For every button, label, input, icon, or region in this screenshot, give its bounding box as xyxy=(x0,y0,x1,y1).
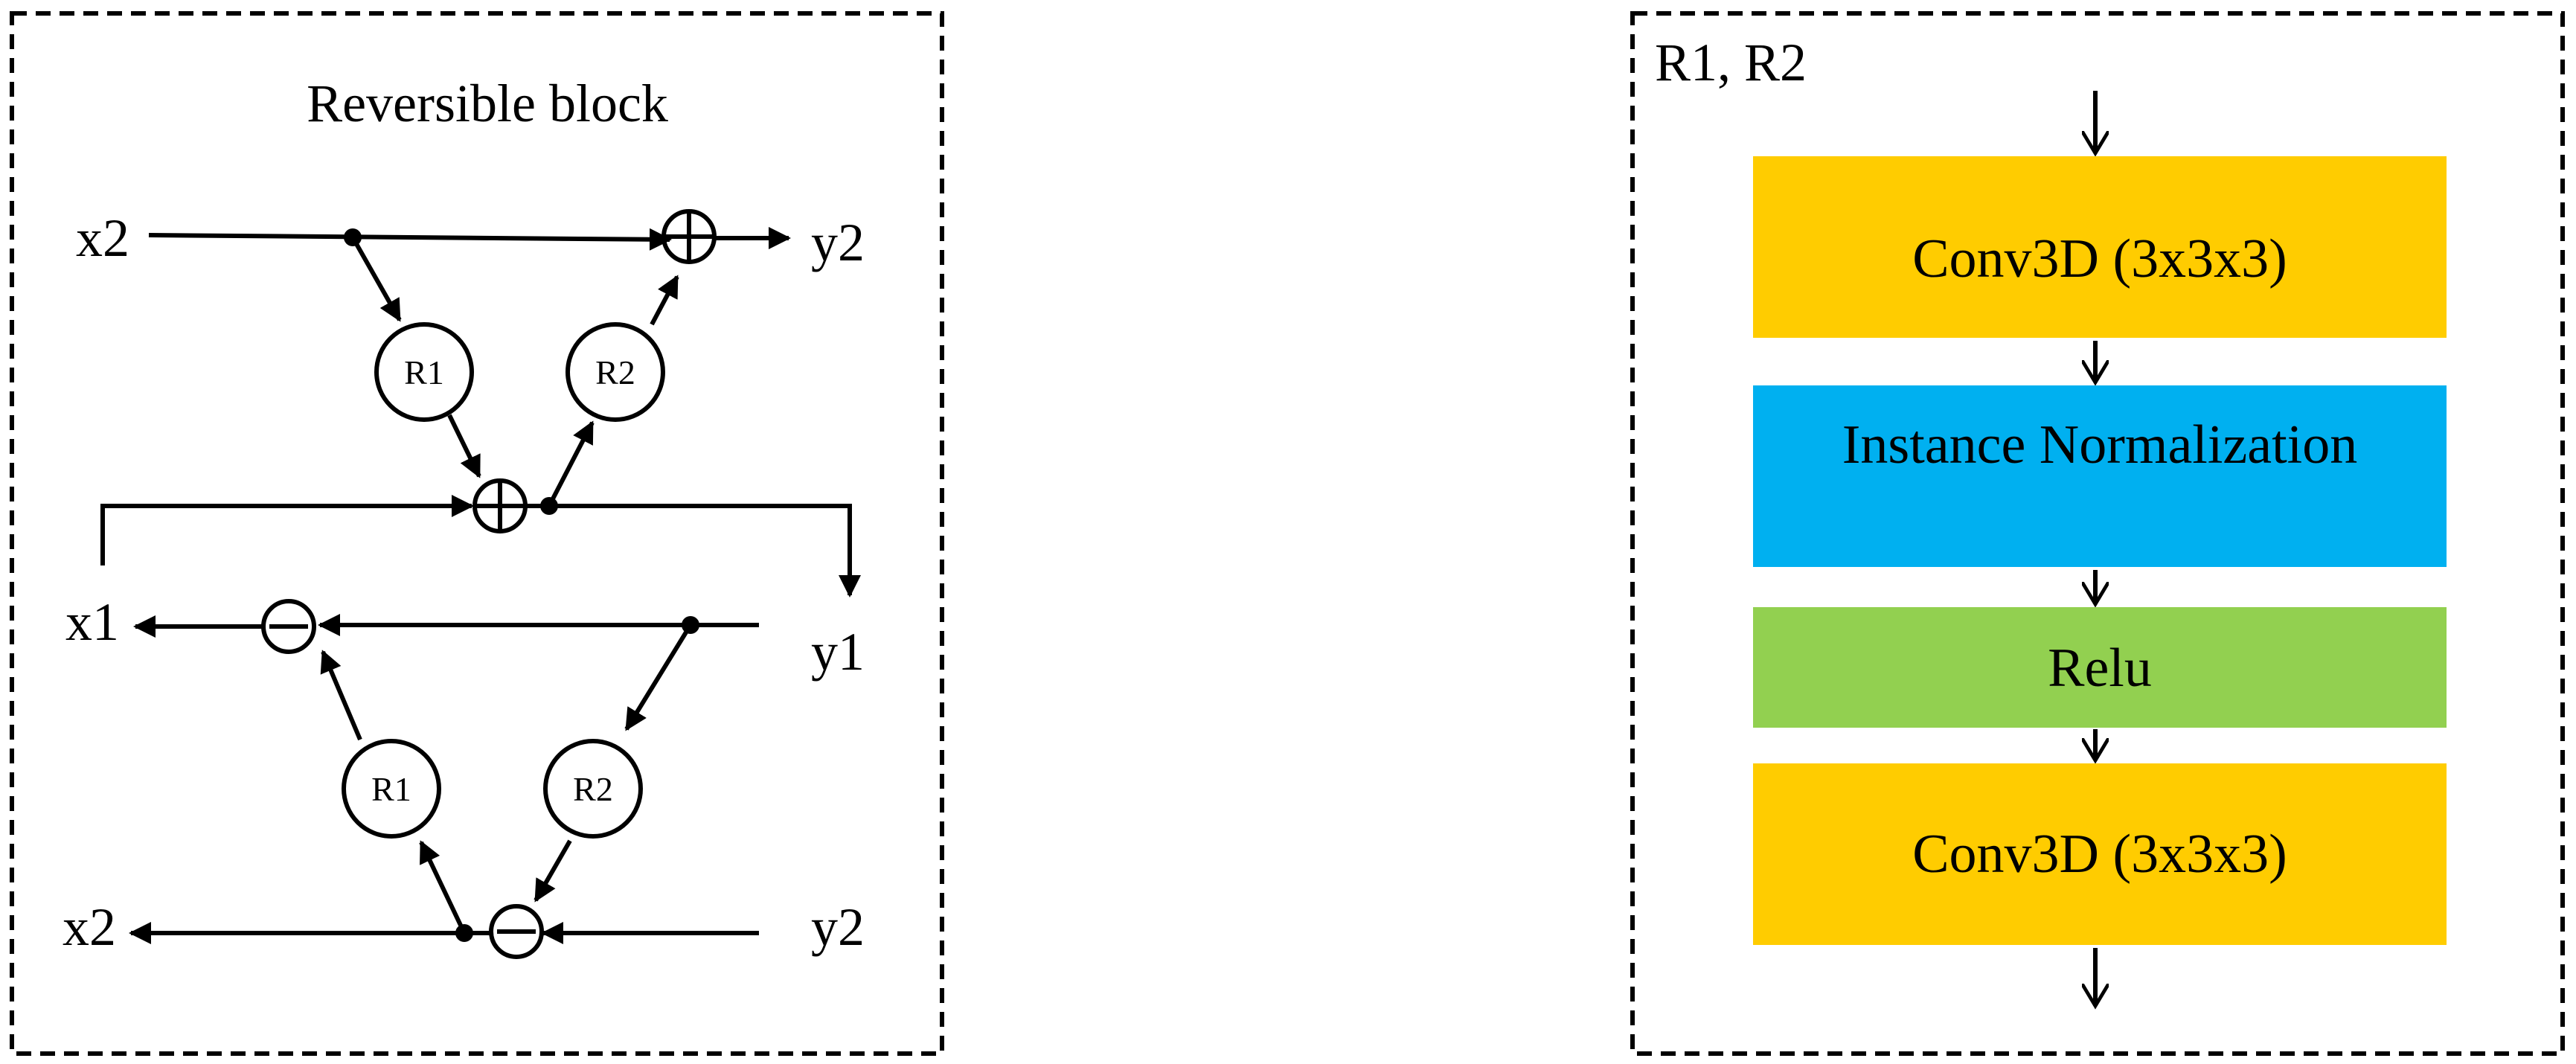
right-panel-frame xyxy=(1630,11,2565,1056)
layer-conv3d-1-label: Conv3D (3x3x3) xyxy=(1912,228,2287,289)
node-r1-inverse: R1 xyxy=(342,739,441,839)
x2-to-r1-arrow xyxy=(350,236,402,322)
node-r2-forward: R2 xyxy=(565,322,665,422)
layer-instance-normalization-label: Instance Normalization xyxy=(1842,414,2357,475)
r2-to-top-add-arrow xyxy=(650,275,679,326)
r1-to-middle-add-arrow xyxy=(447,414,481,478)
to-y1-arrow xyxy=(549,504,861,597)
node-r1-forward: R1 xyxy=(374,322,474,422)
x2-to-add-arrow xyxy=(148,228,672,251)
add-operator-top xyxy=(661,209,717,264)
r2-to-bottom-subtract-arrow xyxy=(534,839,572,903)
label-y2-input: y2 xyxy=(811,897,865,957)
label-x2-input: x2 xyxy=(76,208,129,268)
svg-text:R2: R2 xyxy=(573,770,613,808)
left-panel-frame xyxy=(10,11,944,1056)
layer-conv3d-2 xyxy=(1753,763,2447,945)
y1-to-r2-arrow xyxy=(624,624,693,731)
junction-to-r1-arrow xyxy=(419,840,467,935)
label-y1-output: y1 xyxy=(811,622,865,682)
left-panel-title: Reversible block xyxy=(307,74,668,133)
node-r2-inverse: R2 xyxy=(543,739,643,839)
svg-text:R2: R2 xyxy=(595,353,635,391)
x1-path-into-add-arrow xyxy=(100,495,474,565)
middle-to-r2-arrow xyxy=(547,420,595,507)
label-y2-output: y2 xyxy=(811,213,865,272)
label-x2-output: x2 xyxy=(63,897,116,957)
add-operator-middle xyxy=(472,478,528,533)
svg-text:R1: R1 xyxy=(371,770,411,808)
layer-conv3d-1 xyxy=(1753,156,2447,338)
subtract-operator-bottom xyxy=(489,904,544,959)
label-x1-output: x1 xyxy=(65,592,119,652)
subtract-operator-top xyxy=(261,599,316,654)
layer-conv3d-2-label: Conv3D (3x3x3) xyxy=(1912,824,2287,885)
layer-instance-normalization xyxy=(1753,385,2447,567)
layer-relu xyxy=(1753,607,2447,728)
r1-to-subtract-arrow xyxy=(320,650,362,741)
svg-text:R1: R1 xyxy=(404,353,444,391)
layer-relu-label: Relu xyxy=(2048,638,2152,699)
right-panel-header: R1, R2 xyxy=(1655,33,1807,92)
